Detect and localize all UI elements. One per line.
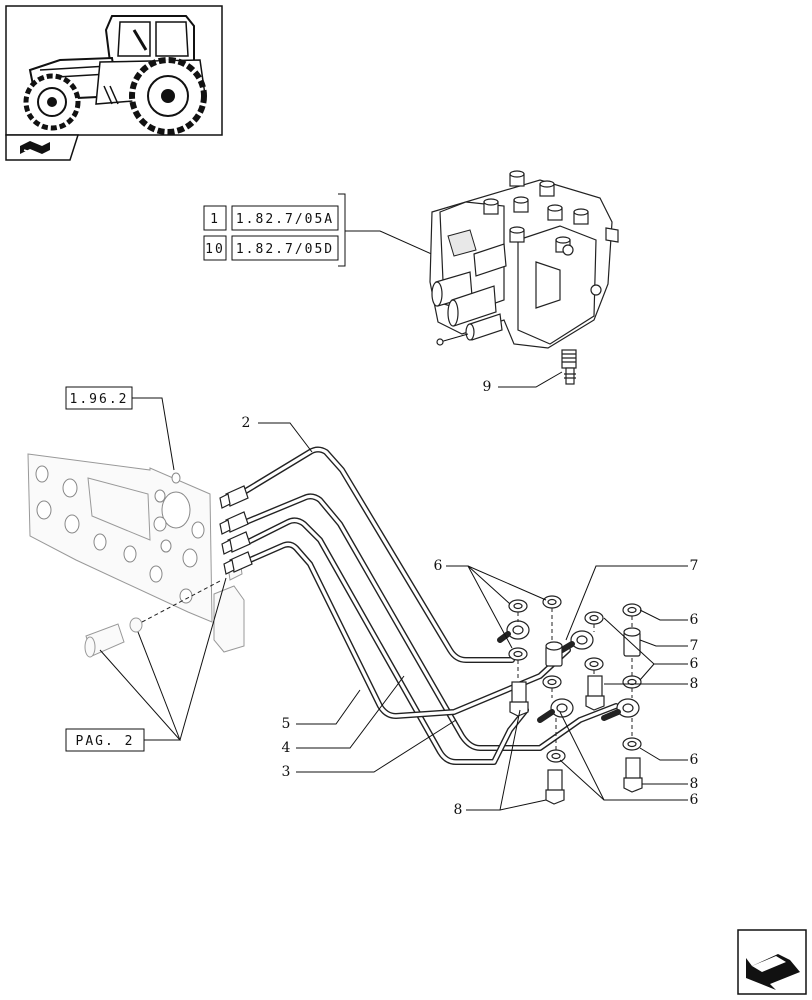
banjo-bolts-8[interactable] [509, 675, 643, 805]
reference-code: 1.82.7/05D [236, 242, 334, 257]
page-reference-label: PAG. 2 [76, 734, 135, 749]
callout-4[interactable]: 4 [282, 740, 291, 756]
control-valve-assembly [429, 170, 619, 385]
tractor-icon [23, 15, 207, 135]
plate-reference-box[interactable]: 1.96.2 [65, 386, 133, 410]
callout-8[interactable]: 8 [690, 776, 699, 792]
callout-7[interactable]: 7 [690, 638, 699, 654]
sealing-washers[interactable] [508, 595, 642, 763]
pipe-2[interactable] [241, 446, 515, 663]
pipe-4[interactable] [245, 517, 529, 765]
mounting-plate [27, 453, 245, 658]
pipe-3[interactable] [243, 493, 619, 751]
page-reference-box[interactable]: PAG. 2 [65, 728, 145, 752]
reference-qty: 10 [205, 242, 225, 257]
callout-8[interactable]: 8 [690, 676, 699, 692]
reference-bracket [338, 193, 346, 267]
pipe-end-fittings [219, 485, 253, 575]
leader-line [345, 230, 437, 257]
callout-8[interactable]: 8 [454, 802, 463, 818]
leader-line [132, 397, 175, 471]
alignment-dashes [517, 608, 633, 750]
reference-box-1[interactable]: 1 1.82.7/05A [203, 205, 339, 231]
tractor-thumbnail[interactable] [5, 5, 223, 136]
reference-code: 1.82.7/05A [236, 212, 334, 227]
callout-5[interactable]: 5 [282, 716, 291, 732]
section-tab[interactable] [5, 134, 80, 161]
next-page-arrow-icon [746, 954, 800, 990]
plate-reference-label: 1.96.2 [70, 392, 129, 407]
leader-line [498, 371, 563, 388]
next-page-button[interactable] [737, 929, 807, 995]
reference-qty: 1 [210, 212, 220, 227]
callout-6[interactable]: 6 [690, 656, 699, 672]
callout-3[interactable]: 3 [282, 764, 291, 780]
fitting-9[interactable] [561, 349, 577, 385]
callout-2[interactable]: 2 [242, 415, 251, 431]
banjo-fittings[interactable] [497, 620, 640, 723]
callout-6[interactable]: 6 [690, 612, 699, 628]
leader-lines [99, 422, 688, 811]
callout-6[interactable]: 6 [690, 792, 699, 808]
callout-7[interactable]: 7 [690, 558, 699, 574]
callout-6[interactable]: 6 [434, 558, 443, 574]
reference-box-2[interactable]: 10 1.82.7/05D [203, 235, 339, 261]
section-book-icon [20, 141, 50, 156]
callout-9[interactable]: 9 [483, 379, 492, 395]
pipe-5[interactable] [247, 541, 571, 719]
callout-6[interactable]: 6 [690, 752, 699, 768]
